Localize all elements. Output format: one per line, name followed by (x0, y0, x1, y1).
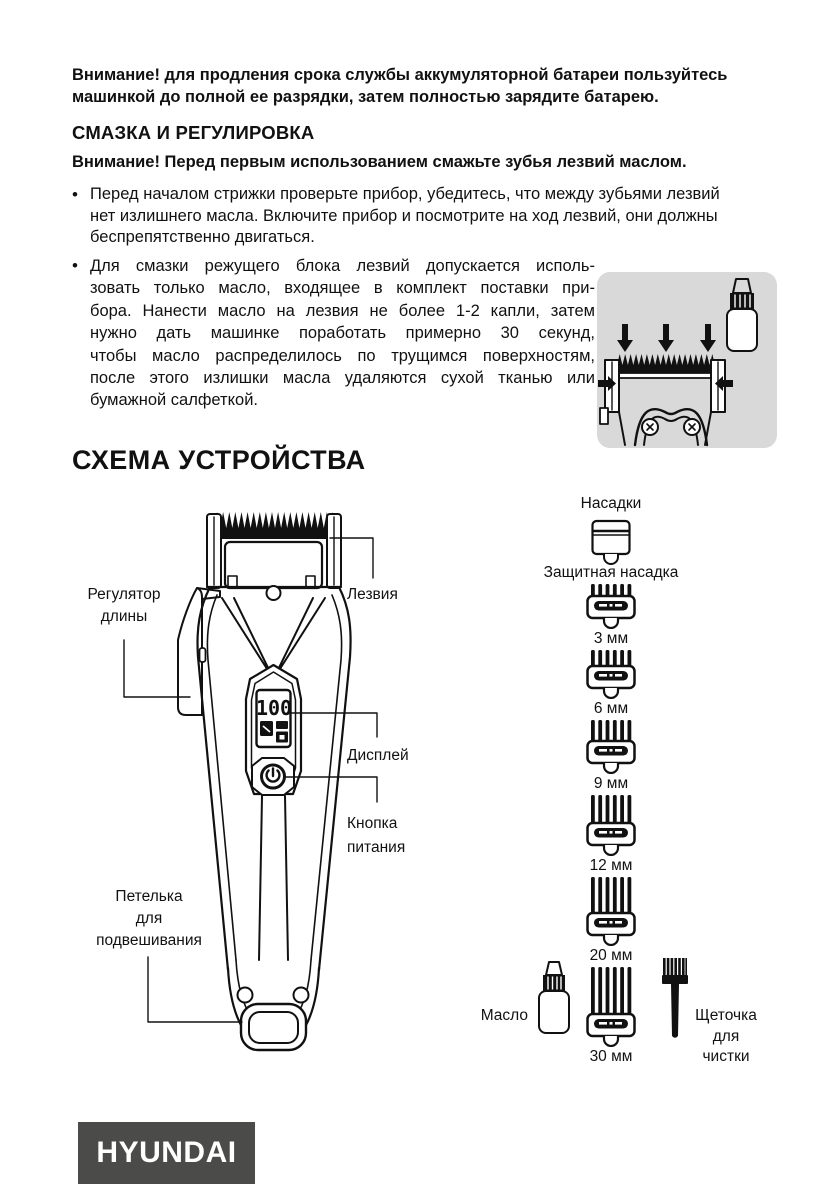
comb-size-label: 30 мм (589, 1048, 633, 1065)
first-use-warning: Внимание! Перед первым использованием см… (72, 153, 687, 171)
oiling-illustration (597, 272, 777, 448)
battery-percent-value: 100 (256, 696, 292, 720)
comb-icon (586, 877, 636, 946)
section-title-device-diagram: СХЕМА УСТРОЙСТВА (72, 445, 366, 475)
attachments-list: 3 мм 6 мм 9 мм 12 мм 20 мм 30 мм (561, 584, 661, 1066)
label-display: Дисплей (347, 747, 409, 764)
lcd-status-icons (260, 721, 288, 743)
comb-attachment: 12 мм (586, 795, 636, 875)
oil-label: Масло (480, 1007, 528, 1024)
leader-lines (123, 537, 378, 1023)
bullet-oil-usage-text: Для смазки режущего блока лезвий допуска… (90, 257, 595, 410)
oil-bottle-icon (538, 961, 570, 1034)
down-arrow-icon (617, 324, 716, 352)
comb-size-label: 6 мм (593, 700, 629, 717)
comb-attachment: 20 мм (586, 877, 636, 965)
side-arrow-icon (598, 376, 733, 391)
bullet-check-device-text: Перед началом стрижки проверьте прибор, … (90, 185, 720, 246)
guard-attachment-label: Защитная насадка (543, 564, 679, 581)
power-icon (265, 767, 281, 783)
label-blades: Лезвия (347, 586, 398, 603)
attachments-title: Насадки (580, 495, 642, 512)
comb-icon (586, 795, 636, 856)
hyundai-logo-text: HYUNDAI (96, 1136, 237, 1169)
blade-oiling-icon (598, 278, 758, 447)
guard-attachment-icon (591, 519, 631, 565)
comb-icon (586, 584, 636, 629)
charge-icon (276, 721, 288, 729)
length-lever (177, 587, 203, 716)
comb-icon (586, 720, 636, 774)
comb-attachment: 30 мм (586, 967, 636, 1066)
bullet-check-device: Перед началом стрижки проверьте прибор, … (72, 184, 777, 249)
comb-size-label: 9 мм (593, 775, 629, 792)
comb-attachment: 9 мм (586, 720, 636, 793)
comb-icon (586, 967, 636, 1047)
battery-warning-text: Внимание! для продления срока службы акк… (72, 66, 728, 106)
section-title-lubrication: СМАЗКА И РЕГУЛИРОВКА (72, 122, 315, 143)
comb-attachment: 6 мм (586, 650, 636, 718)
hyundai-logo: HYUNDAI (78, 1122, 255, 1184)
comb-size-label: 20 мм (589, 947, 633, 964)
cleaning-brush-icon (662, 958, 688, 1038)
clipper-diagram: 100 (123, 512, 378, 1052)
comb-size-label: 12 мм (589, 857, 633, 874)
comb-attachment: 3 мм (586, 584, 636, 648)
bullet-oil-usage: Для смазки режущего блока лезвий допуска… (72, 255, 595, 412)
comb-icon (586, 650, 636, 699)
comb-size-label: 3 мм (593, 630, 629, 647)
